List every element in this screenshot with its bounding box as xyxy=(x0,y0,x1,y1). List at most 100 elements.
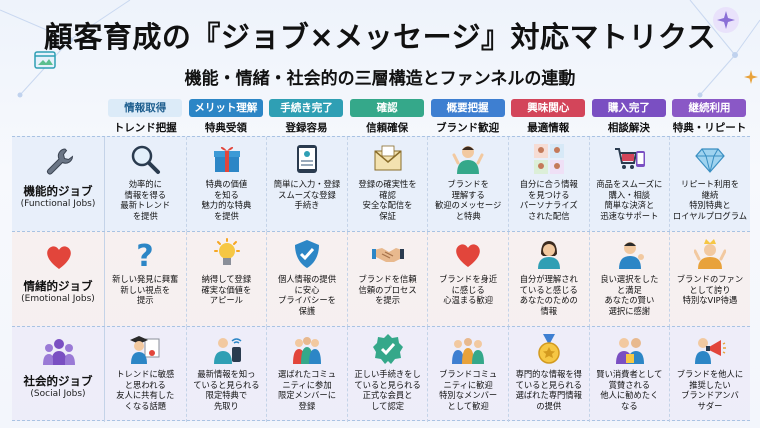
row-name: 社会的ジョブ xyxy=(23,374,93,388)
stage-subtitle: 登録容易 xyxy=(285,122,328,134)
cell-text: 正しい手続きをし ていると見られる 正式な会員と して認定 xyxy=(354,369,421,411)
stage-pill: 継続利用 xyxy=(672,99,747,117)
cell-text: ブランドを身近 に感じる 心温まる歓迎 xyxy=(439,274,498,305)
stage-subtitle: 最適情報 xyxy=(527,122,570,134)
cell-text: 自分が理解され ていると感じる あなたのための 情報 xyxy=(519,274,578,316)
cell-text: ブランドを他人に 推奨したい ブランドアンバ サダー xyxy=(676,369,744,411)
stage-pill: 確認 xyxy=(350,99,425,117)
stage-header: 手続き完了 登録容易 xyxy=(266,96,347,136)
row-name: 機能的ジョブ xyxy=(23,184,93,198)
matrix-cell: 良い選択をした と満足 あなたの賢い 選択に感謝 xyxy=(588,232,670,327)
cell-text: 新しい発見に興奮 新しい視点を 提示 xyxy=(112,274,179,305)
gift-icon xyxy=(213,146,240,172)
lightbulb-icon xyxy=(213,238,240,265)
cell-text: 良い選択をした と満足 あなたの賢い 選択に感謝 xyxy=(600,274,659,316)
matrix-cell: 特典の価値 を知る 魅力的な特典 を提供 xyxy=(185,137,267,232)
stage-header: 興味関心 最適情報 xyxy=(508,96,589,136)
crowned-fan-icon xyxy=(694,239,727,269)
cell-text: ブランドを 理解する 歓迎のメッセージ と特典 xyxy=(435,179,502,221)
stage-subtitle: 特典・リピート xyxy=(672,122,747,134)
question-mark-icon: ? xyxy=(136,239,153,270)
matrix-cell: 専門的な情報を得 ていると見られる 選ばれた専門情報 の提供 xyxy=(507,327,589,422)
row-name: 情緒的ジョブ xyxy=(23,279,93,293)
cell-text: 専門的な情報を得 ていると見られる 選ばれた専門情報 の提供 xyxy=(515,369,582,411)
envelope-icon xyxy=(374,145,402,171)
matrix-cell: ブランドを他人に 推奨したい ブランドアンバ サダー xyxy=(669,327,750,422)
handshake-icon xyxy=(371,248,404,262)
cell-text: 効率的に 情報を得る 最新トレンド を提供 xyxy=(120,179,171,221)
cell-text: 登録の確実性を 確認 安全な配信を 保証 xyxy=(358,179,417,221)
cell-text: ブランドのファン として誇り 特別なVIP待遇 xyxy=(676,274,744,305)
cell-text: 選ばれたコミュ ニティに参加 限定メンバーに 登録 xyxy=(277,369,337,411)
row-english-name: (Social Jobs) xyxy=(30,389,86,399)
stage-subtitle: 信頼確保 xyxy=(366,122,409,134)
cell-text: リピート利用を 継続 特別特典と ロイヤルプログラム xyxy=(672,179,748,221)
matrix-cell: 自分が理解され ていると感じる あなたのための 情報 xyxy=(507,232,589,327)
matrix-cell: ブランドを信頼 信頼のプロセス を提示 xyxy=(346,232,428,327)
tablet-form-icon xyxy=(297,145,318,173)
personalized-grid-icon xyxy=(533,144,564,174)
stage-pill: 興味関心 xyxy=(511,99,586,117)
matrix-cell: ブランドを身近 に感じる 心温まる歓迎 xyxy=(427,232,508,327)
welcome-person-icon xyxy=(452,146,484,174)
stage-subtitle: ブランド歓迎 xyxy=(436,122,500,134)
matrix-cell: ブランドコミュ ニティに歓迎 特別なメンバー として歓迎 xyxy=(427,327,508,422)
stage-header: 購入完了 相談解決 xyxy=(589,96,670,136)
matrix-cell: ブランドを 理解する 歓迎のメッセージ と特典 xyxy=(427,137,508,232)
stage-pill: 購入完了 xyxy=(591,99,666,117)
matrix-cell: 登録の確実性を 確認 安全な配信を 保証 xyxy=(346,137,428,232)
stage-subtitle: 相談解決 xyxy=(607,122,650,134)
matrix-cell: リピート利用を 継続 特別特典と ロイヤルプログラム xyxy=(669,137,750,232)
cell-text: 個人情報の提供 に安心 プライバシーを 保護 xyxy=(277,274,337,316)
functional-jobs-row: 機能的ジョブ (Functional Jobs) 効率的に 情報を得る 最新トレ… xyxy=(12,136,750,232)
matrix-cell: 選ばれたコミュ ニティに参加 限定メンバーに 登録 xyxy=(266,327,347,422)
stage-header: 継続利用 特典・リピート xyxy=(669,96,750,136)
matrix-cell: 納得して登録 確実な価値を アピール xyxy=(185,232,267,327)
group-icon xyxy=(43,339,75,365)
sparkle-badge-icon xyxy=(713,7,739,33)
matrix-cell: トレンドに敏感 と思われる 友人に共有した くなる話題 xyxy=(105,327,186,422)
cell-text: ブランドを信頼 信頼のプロセス を提示 xyxy=(358,274,417,305)
matrix-cell: 効率的に 情報を得る 最新トレンド を提供 xyxy=(105,137,186,232)
matrix-cell: 個人情報の提供 に安心 プライバシーを 保護 xyxy=(266,232,347,327)
cell-text: 納得して登録 確実な価値を アピール xyxy=(201,274,252,305)
stage-pill: 概要把握 xyxy=(430,99,505,117)
matrix-cell: 賢い消費者として 賞賛される 他人に勧めたく なる xyxy=(588,327,670,422)
browser-window-icon xyxy=(34,51,56,69)
page-title: 顧客育成の『ジョブ×メッセージ』対応マトリクス xyxy=(43,20,717,54)
shield-check-icon xyxy=(295,240,320,268)
page-subtitle: 機能・情緒・社会的の三層構造とファンネルの連動 xyxy=(184,69,576,89)
cell-text: 最新情報を知っ ていると見られる 限定特典で 先取り xyxy=(193,369,260,411)
row-header: 社会的ジョブ (Social Jobs) xyxy=(12,327,105,422)
matrix-cell: 簡単に入力・登録 スムーズな登録 手続き xyxy=(266,137,347,232)
team-icon xyxy=(452,338,485,364)
graduate-certificate-icon xyxy=(130,336,160,364)
diamond-icon xyxy=(695,148,725,173)
magnifier-icon xyxy=(131,145,160,174)
stage-pill: 手続き完了 xyxy=(269,99,344,117)
row-header: 情緒的ジョブ (Emotional Jobs) xyxy=(12,232,105,327)
row-english-name: (Emotional Jobs) xyxy=(21,294,95,304)
stage-header: メリット理解 特典受領 xyxy=(186,96,267,136)
cell-text: 賢い消費者として 賞賛される 他人に勧めたく なる xyxy=(596,369,663,411)
matrix-cell: ブランドのファン として誇り 特別なVIP待遇 xyxy=(669,232,750,327)
sparkle-small-icon xyxy=(744,70,758,84)
emotional-jobs-row: 情緒的ジョブ (Emotional Jobs) ? 新しい発見に興奮 新しい視点… xyxy=(12,231,750,327)
cell-text: 簡単に入力・登録 スムーズな登録 手続き xyxy=(273,179,341,210)
matrix-cell: 最新情報を知っ ていると見られる 限定特典で 先取り xyxy=(185,327,267,422)
phone-wifi-person-icon xyxy=(213,338,242,364)
stage-pill: メリット理解 xyxy=(188,99,263,117)
stage-subtitle: トレンド把握 xyxy=(113,122,177,134)
medal-icon xyxy=(538,334,560,364)
stage-header: 確認 信頼確保 xyxy=(347,96,428,136)
woman-avatar-icon xyxy=(537,241,560,269)
wrench-icon xyxy=(47,148,74,175)
stage-header: 情報取得 トレンド把握 xyxy=(105,96,186,136)
community-icon xyxy=(293,337,322,364)
matrix-cell: 正しい手続きをし ていると見られる 正式な会員と して認定 xyxy=(346,327,428,422)
verified-badge-icon xyxy=(372,334,403,364)
matrix-cell: 商品をスムーズに 購入・相談 簡単な決済と 迅速なサポート xyxy=(588,137,670,232)
stage-pill: 情報取得 xyxy=(108,99,183,117)
matrix-cell: ? 新しい発見に興奮 新しい視点を 提示 xyxy=(105,232,186,327)
smart-buyer-icon xyxy=(615,338,644,364)
